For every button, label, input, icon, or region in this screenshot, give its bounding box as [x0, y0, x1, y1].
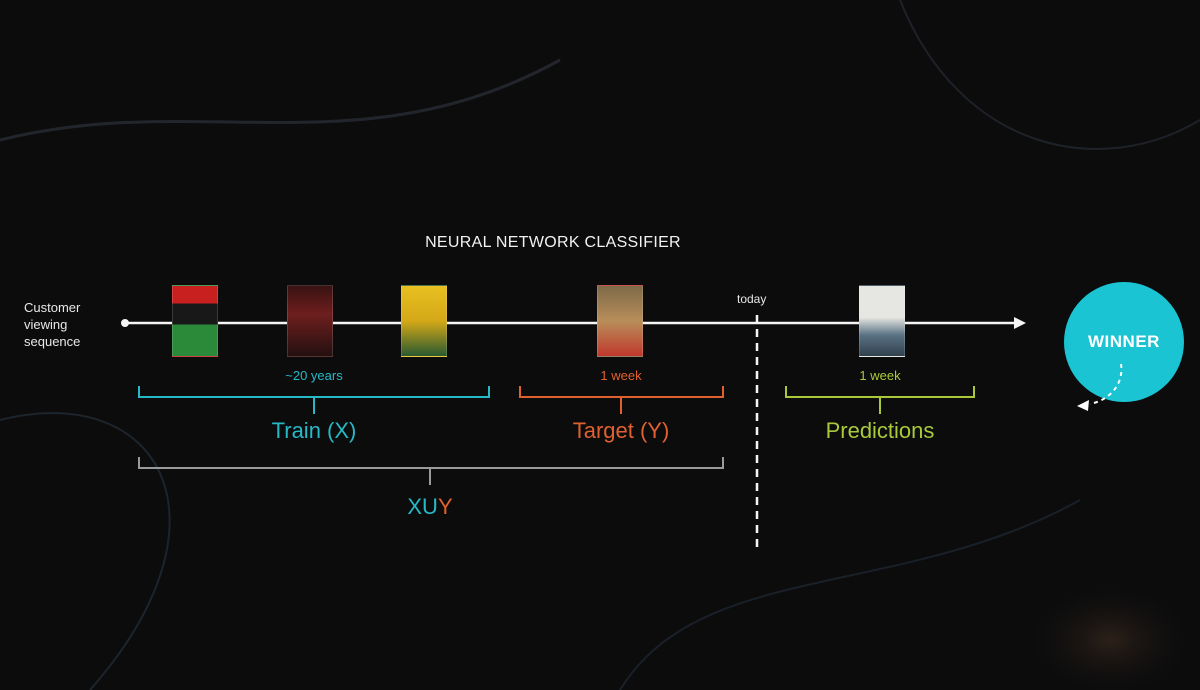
union-symbol: U — [422, 494, 438, 519]
winner-circle — [1064, 282, 1184, 402]
sequence-label: Customer viewing sequence — [24, 300, 81, 349]
train-label: Train (X) — [271, 418, 357, 443]
union-x: X — [407, 494, 423, 519]
target-label: Target (Y) — [572, 418, 670, 443]
winner-label: WINNER — [1088, 332, 1160, 351]
movie-poster-5 — [859, 285, 905, 357]
union-label: XUY — [380, 494, 480, 520]
target-span-label: 1 week — [600, 368, 642, 383]
union-bracket — [138, 457, 724, 485]
movie-poster-4 — [597, 285, 643, 357]
predictions-span-label: 1 week — [859, 368, 901, 383]
movie-poster-1 — [172, 285, 218, 357]
movie-poster-3 — [401, 285, 447, 357]
today-label: today — [737, 292, 767, 306]
train-bracket — [138, 386, 490, 414]
train-span-label: ~20 years — [285, 368, 343, 383]
predictions-label: Predictions — [825, 418, 935, 443]
target-bracket — [519, 386, 724, 414]
predictions-bracket — [785, 386, 975, 414]
union-y: Y — [437, 494, 453, 519]
movie-poster-2 — [287, 285, 333, 357]
diagram-title: NEURAL NETWORK CLASSIFIER — [425, 234, 681, 251]
